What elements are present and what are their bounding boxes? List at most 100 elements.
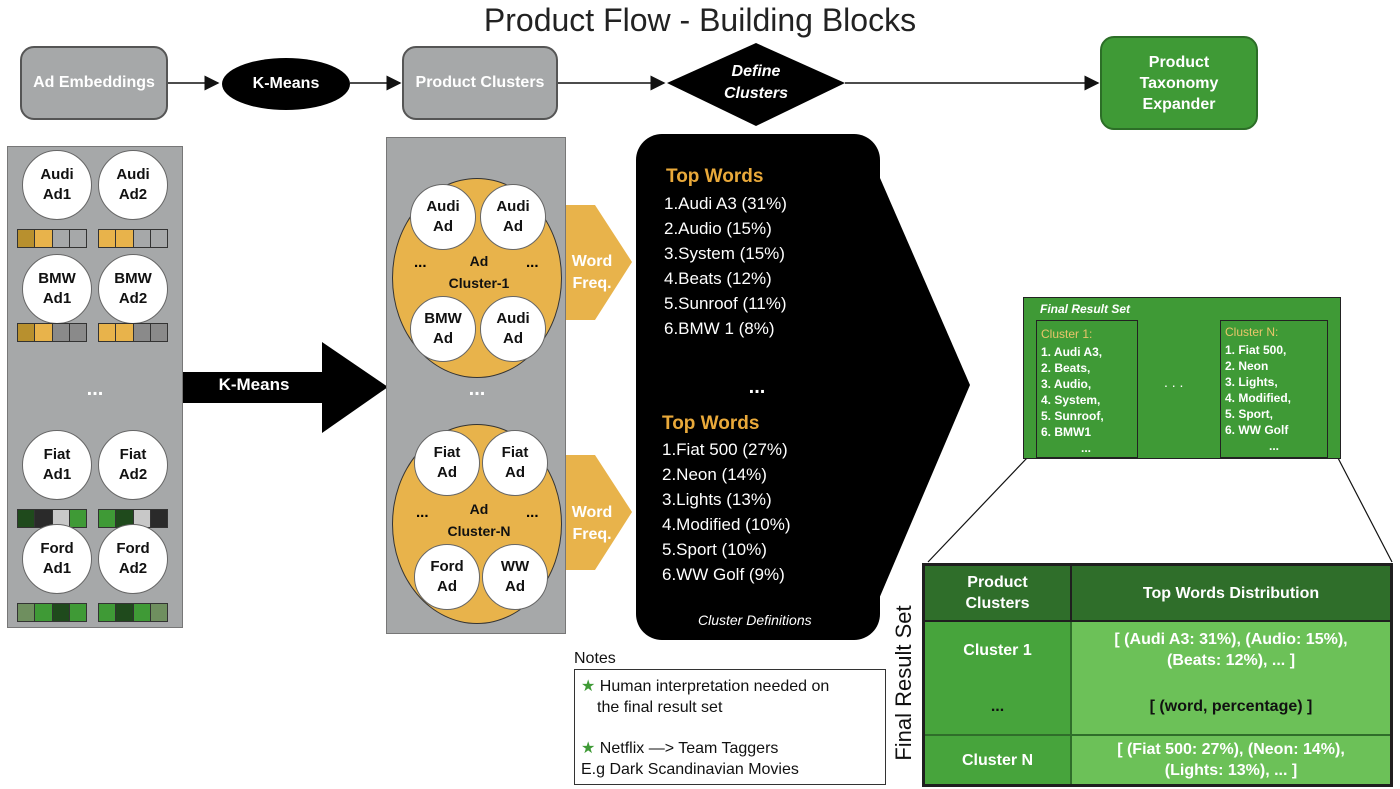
- top-words-list-1: 1.Audi A3 (31%) 2.Audio (15%) 3.System (…: [664, 191, 787, 341]
- embedding-strip-bmw1: [17, 323, 87, 342]
- small-cluster-1-list: 1. Audi A3, 2. Beats, 3. Audio, 4. Syste…: [1041, 345, 1104, 455]
- embedding-strip-ford2: [98, 603, 168, 622]
- note-2: ★ Netflix —> Team Taggers: [581, 740, 779, 757]
- table-row3-distribution: [ (Fiat 500: 27%), (Neon: 14%), (Lights:…: [1072, 734, 1390, 784]
- top-word-item: 2.Neon (14%): [662, 465, 767, 484]
- small-result-ellipsis: . . .: [1164, 374, 1184, 390]
- top-word-item: 1.Fiat 500 (27%): [662, 440, 788, 459]
- top-word-item: 1.Audi A3 (31%): [664, 194, 787, 213]
- diagram-title: Product Flow - Building Blocks: [483, 2, 917, 38]
- define-clusters-diamond: [667, 43, 845, 126]
- zoom-line-left: [927, 457, 1028, 563]
- small-cluster-n-head: Cluster N:: [1225, 325, 1279, 339]
- embedding-strip-audi2: [98, 229, 168, 248]
- final-result-vertical-label: Final Result Set: [891, 605, 916, 761]
- clusters-ellipsis: ...: [468, 378, 486, 400]
- top-word-item: 2.Audio (15%): [664, 219, 772, 238]
- note-2-cont: E.g Dark Scandinavian Movies: [581, 761, 799, 778]
- embedding-strip-fiat2: [98, 509, 168, 528]
- embedding-strip-fiat1: [17, 509, 87, 528]
- clustern-ellipsis-right: ...: [526, 504, 539, 521]
- ad-cluster-n-label: Ad Cluster-N: [447, 501, 511, 539]
- top-word-item: 3.Lights (13%): [662, 490, 772, 509]
- clustern-ellipsis-left: ...: [416, 504, 429, 521]
- table-header-distribution: Top Words Distribution: [1072, 566, 1390, 622]
- word-freq-arrow-2: [565, 455, 632, 570]
- top-word-item: 4.Beats (12%): [664, 269, 772, 288]
- cluster1-ellipsis-right: ...: [526, 254, 539, 271]
- word-freq-label-2: Word Freq.: [571, 504, 613, 543]
- ad-cluster-1-label: Ad Cluster-1: [448, 253, 510, 291]
- ad-embeddings-label: Ad Embeddings: [33, 74, 155, 91]
- taxonomy-expander-box: Product Taxonomy Expander: [1100, 36, 1258, 130]
- final-result-small-title: Final Result Set: [1040, 302, 1131, 316]
- small-cluster-n-list: 1. Fiat 500, 2. Neon 3. Lights, 4. Modif…: [1225, 343, 1291, 453]
- product-clusters-box: Product Clusters: [402, 46, 558, 120]
- word-freq-label-1: Word Freq.: [571, 253, 613, 292]
- expander-line-2: Taxonomy: [1139, 74, 1219, 92]
- definitions-pointer: [870, 155, 970, 620]
- star-icon: ★: [581, 678, 596, 695]
- small-cluster-n-box: Cluster N: 1. Fiat 500, 2. Neon 3. Light…: [1220, 320, 1328, 458]
- kmeans-label: K-Means: [252, 75, 320, 92]
- notes-title: Notes: [574, 650, 616, 667]
- top-words-list-2: 1.Fiat 500 (27%) 2.Neon (14%) 3.Lights (…: [662, 437, 791, 587]
- table-header-clusters: Product Clusters: [925, 566, 1072, 622]
- define-line-1: Define: [731, 63, 781, 80]
- cluster-definitions-caption: Cluster Definitions: [698, 612, 812, 628]
- expander-line-3: Expander: [1142, 95, 1216, 113]
- table-row1-distribution: [ (Audi A3: 31%), (Audio: 15%), (Beats: …: [1072, 622, 1390, 678]
- embedding-strip-audi1: [17, 229, 87, 248]
- define-clusters-label: Define Clusters: [700, 60, 812, 106]
- expander-line-1: Product: [1148, 53, 1210, 71]
- word-freq-arrow-1: [565, 205, 632, 320]
- small-cluster-1-box: Cluster 1: 1. Audi A3, 2. Beats, 3. Audi…: [1036, 320, 1138, 458]
- definitions-ellipsis: ...: [748, 376, 766, 398]
- product-clusters-label: Product Clusters: [415, 74, 545, 91]
- ad-embeddings-box: Ad Embeddings: [20, 46, 168, 120]
- final-result-small-panel: [1023, 297, 1341, 459]
- top-word-item: 6.WW Golf (9%): [662, 565, 785, 584]
- small-cluster-1-head: Cluster 1:: [1041, 327, 1093, 341]
- cluster1-ellipsis-left: ...: [414, 254, 427, 271]
- note-1: ★ Human interpretation needed on: [581, 678, 830, 695]
- kmeans-big-arrow: [182, 342, 388, 433]
- top-word-item: 6.BMW 1 (8%): [664, 319, 775, 338]
- table-row1-cluster: Cluster 1: [925, 622, 1072, 678]
- top-word-item: 3.System (15%): [664, 244, 785, 263]
- top-words-heading-1: Top Words: [666, 166, 764, 187]
- table-row2-distribution: [ (word, percentage) ]: [1072, 678, 1390, 734]
- notes-box: ★ Human interpretation needed on the fin…: [574, 669, 886, 785]
- star-icon: ★: [581, 740, 596, 757]
- kmeans-arrow-label: K-Means: [218, 375, 290, 394]
- cluster-definitions-box: [636, 134, 880, 640]
- final-result-table: Product Clusters Top Words Distribution …: [922, 563, 1393, 787]
- ads-ellipsis: ...: [86, 378, 104, 400]
- embedding-strip-ford1: [17, 603, 87, 622]
- top-words-heading-2: Top Words: [662, 413, 760, 434]
- note-1-cont: the final result set: [597, 699, 723, 716]
- top-word-item: 5.Sport (10%): [662, 540, 767, 559]
- top-word-item: 4.Modified (10%): [662, 515, 791, 534]
- top-word-item: 5.Sunroof (11%): [664, 294, 787, 313]
- embedding-strip-bmw2: [98, 323, 168, 342]
- table-row2-cluster: ...: [925, 678, 1072, 734]
- table-row3-cluster: Cluster N: [925, 734, 1072, 784]
